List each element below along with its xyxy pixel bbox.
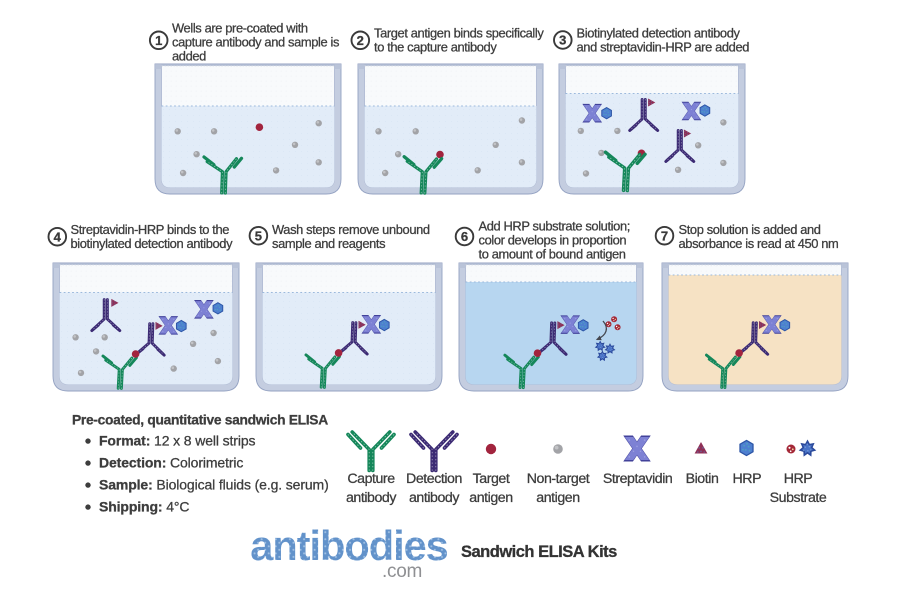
svg-text:Detection: Colorimetric: Detection: Colorimetric xyxy=(99,455,243,471)
svg-text:Biotin: Biotin xyxy=(686,471,719,487)
svg-text:and streptavidin-HRP are added: and streptavidin-HRP are added xyxy=(577,40,750,55)
svg-text:Target antigen binds specifica: Target antigen binds specifically xyxy=(374,26,544,41)
svg-text:7: 7 xyxy=(661,228,668,243)
svg-text:to amount of bound antigen: to amount of bound antigen xyxy=(479,247,626,262)
svg-text:sample and reagents: sample and reagents xyxy=(272,236,385,251)
svg-text:Non-target: Non-target xyxy=(527,471,590,487)
svg-text:3: 3 xyxy=(559,33,566,48)
svg-text:Sandwich ELISA Kits: Sandwich ELISA Kits xyxy=(461,543,617,561)
svg-text:to the capture antibody: to the capture antibody xyxy=(374,40,497,55)
svg-text:HRP: HRP xyxy=(784,471,813,487)
svg-text:antigen: antigen xyxy=(469,490,512,506)
svg-text:Sample: Biological fluids (e.g: Sample: Biological fluids (e.g. serum) xyxy=(99,477,329,493)
svg-text:antibodies: antibodies xyxy=(250,522,448,569)
svg-text:color develops in proportion: color develops in proportion xyxy=(479,233,627,248)
svg-text:Pre-coated, quantitative sandw: Pre-coated, quantitative sandwich ELISA xyxy=(72,412,328,427)
svg-text:Substrate: Substrate xyxy=(770,490,827,506)
svg-text:biotinylated detection antibod: biotinylated detection antibody xyxy=(71,236,234,251)
svg-text:Wells are pre-coated with: Wells are pre-coated with xyxy=(172,21,308,36)
svg-text:Capture: Capture xyxy=(347,471,395,487)
svg-text:HRP: HRP xyxy=(732,471,761,487)
svg-text:Target: Target xyxy=(473,471,510,487)
svg-text:Biotinylated detection antibod: Biotinylated detection antibody xyxy=(577,26,741,41)
svg-text:4: 4 xyxy=(54,229,62,244)
svg-text:Wash steps remove unbound: Wash steps remove unbound xyxy=(272,222,430,237)
svg-text:antibody: antibody xyxy=(346,490,397,506)
svg-text:Add HRP substrate solution;: Add HRP substrate solution; xyxy=(479,219,630,234)
svg-text:absorbance is read at 450 nm: absorbance is read at 450 nm xyxy=(679,236,839,251)
svg-text:Format: 12 x 8 well strips: Format: 12 x 8 well strips xyxy=(99,433,255,449)
svg-text:1: 1 xyxy=(155,33,162,48)
svg-text:Stop solution is added and: Stop solution is added and xyxy=(679,222,821,237)
svg-text:.com: .com xyxy=(382,561,422,582)
svg-text:Streptavidin-HRP binds to the: Streptavidin-HRP binds to the xyxy=(71,222,230,237)
svg-text:Shipping: 4°C: Shipping: 4°C xyxy=(99,499,189,515)
svg-text:6: 6 xyxy=(461,229,468,244)
svg-text:Detection: Detection xyxy=(406,471,462,487)
svg-text:antibody: antibody xyxy=(409,490,460,506)
svg-text:antigen: antigen xyxy=(536,490,579,506)
svg-text:2: 2 xyxy=(357,33,364,48)
svg-text:added: added xyxy=(172,49,206,64)
svg-text:capture antibody and sample is: capture antibody and sample is xyxy=(172,35,339,50)
svg-text:5: 5 xyxy=(255,228,262,243)
svg-text:Streptavidin: Streptavidin xyxy=(603,471,673,487)
